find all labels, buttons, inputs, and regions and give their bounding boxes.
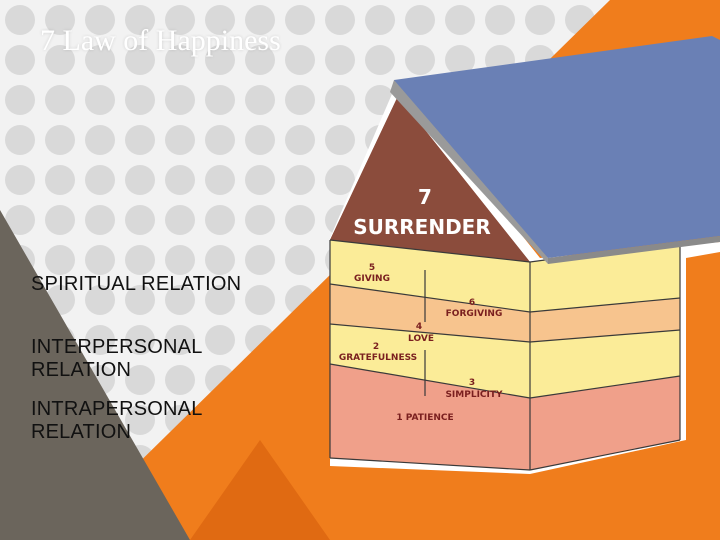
roof-number: 7 bbox=[418, 185, 432, 209]
forgiving-number: 6 bbox=[469, 298, 475, 308]
giving-label: GIVING bbox=[354, 274, 390, 284]
forgiving-label: FORGIVING bbox=[446, 309, 503, 319]
love-label: LOVE bbox=[408, 334, 434, 344]
gratefulness-number: 2 bbox=[373, 342, 379, 352]
gratefulness-label: GRATEFULNESS bbox=[339, 353, 417, 363]
simplicity-label: SIMPLICITY bbox=[445, 390, 503, 400]
patience-label: 1 PATIENCE bbox=[396, 413, 453, 423]
surrender-label: SURRENDER bbox=[353, 215, 491, 239]
simplicity-number: 3 bbox=[469, 378, 475, 388]
love-number: 4 bbox=[416, 322, 422, 332]
giving-number: 5 bbox=[369, 263, 375, 273]
